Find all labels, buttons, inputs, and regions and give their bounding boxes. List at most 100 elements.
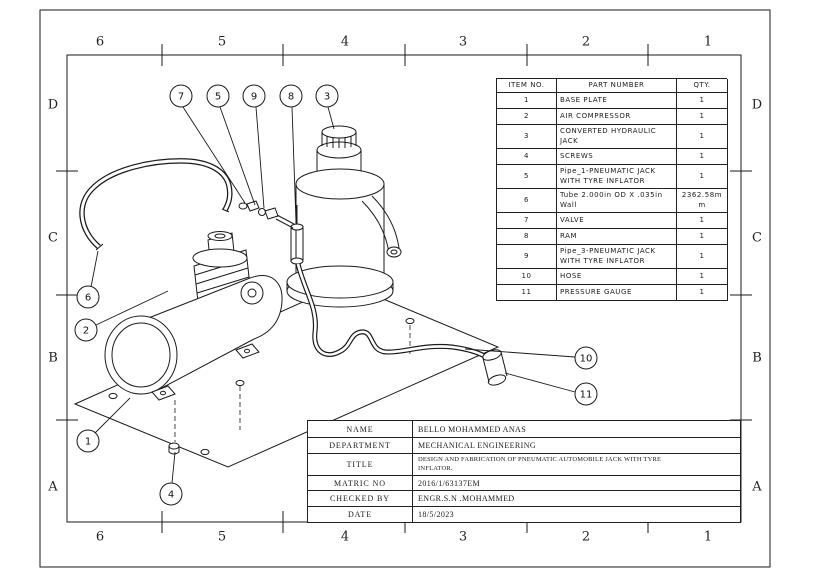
svg-text:10: 10 (580, 354, 593, 365)
part-number: Pipe_3-PNEUMATIC JACK WITH TYRE INFLATOR (557, 245, 677, 269)
screw (168, 442, 180, 455)
part-number: PRESSURE GAUGE (557, 284, 677, 301)
part-qty: 1 (677, 229, 728, 246)
title-block-value-department: MECHANICAL ENGINEERING (413, 438, 741, 454)
balloon-9: 9 (242, 84, 266, 108)
balloon-callouts: 7 5 9 8 3 6 2 1 4 10 11 (74, 84, 598, 506)
air-compressor (104, 231, 283, 401)
part-item-no: 8 (497, 229, 557, 246)
zone-col-label: 4 (340, 529, 350, 545)
zone-col-label: 5 (217, 34, 227, 50)
part-qty: 1 (677, 93, 728, 110)
part-number: CONVERTED HYDRAULIC JACK (557, 125, 677, 150)
parts-table-header-part: PART NUMBER (557, 79, 677, 94)
zone-col-label: 3 (458, 529, 468, 545)
balloon-5: 5 (206, 84, 230, 108)
part-qty: 1 (677, 268, 728, 285)
part-number: BASE PLATE (557, 93, 677, 110)
part-qty: 1 (677, 125, 728, 150)
parts-table-header-item: ITEM NO. (497, 79, 557, 94)
title-block-value-date: 18/5/2023 (413, 507, 741, 523)
zone-col-label: 1 (703, 529, 713, 545)
zone-col-label: 1 (703, 34, 713, 50)
leader-lines (90, 106, 576, 484)
svg-text:8: 8 (288, 92, 294, 103)
zone-col-label: 3 (458, 34, 468, 50)
title-block-label-date: DATE (308, 507, 413, 523)
part-item-no: 4 (497, 149, 557, 166)
part-number: RAM (557, 229, 677, 246)
part-number: SCREWS (557, 149, 677, 166)
title-block: NAME BELLO MOHAMMED ANAS DEPARTMENT MECH… (307, 420, 741, 523)
parts-table: ITEM NO. PART NUMBER QTY. 1 BASE PLATE 1… (496, 78, 728, 301)
part-qty: 1 (677, 213, 728, 230)
zone-col-label: 6 (95, 529, 105, 545)
pressure-gauge (482, 349, 508, 386)
svg-text:9: 9 (251, 92, 257, 103)
plate-hole (405, 317, 415, 325)
balloon-10: 10 (574, 346, 598, 370)
title-block-value-name: BELLO MOHAMMED ANAS (413, 421, 741, 438)
plate-hole (235, 379, 245, 387)
hose (295, 263, 490, 361)
title-block-label-matric-no: MATRIC NO (308, 476, 413, 491)
plate-hole (108, 392, 118, 400)
title-block-label-title: TITLE (308, 454, 413, 476)
zone-row-label: B (752, 350, 762, 366)
svg-text:3: 3 (324, 92, 330, 103)
part-qty: 1 (677, 165, 728, 190)
balloon-1: 1 (76, 429, 100, 453)
part-item-no: 10 (497, 268, 557, 285)
zone-col-label: 4 (340, 34, 350, 50)
title-block-label-name: NAME (308, 421, 413, 438)
part-item-no: 7 (497, 213, 557, 230)
zone-col-label: 2 (581, 34, 591, 50)
jack-handle-socket (371, 195, 400, 249)
balloon-7: 7 (169, 84, 193, 108)
part-qty: 1 (677, 245, 728, 269)
part-item-no: 6 (497, 189, 557, 214)
balloon-6: 6 (76, 285, 100, 309)
part-qty: 1 (677, 149, 728, 166)
balloon-11: 11 (574, 382, 598, 406)
plate-hole (200, 448, 210, 456)
svg-text:2: 2 (83, 326, 89, 337)
parts-table-header-qty: QTY. (677, 79, 728, 94)
part-qty: 1 (677, 284, 728, 301)
part-item-no: 5 (497, 165, 557, 190)
part-number: AIR COMPRESSOR (557, 109, 677, 126)
part-number: VALVE (557, 213, 677, 230)
part-qty: 1 (677, 109, 728, 126)
pump-ram (290, 205, 304, 265)
zone-col-label: 6 (95, 34, 105, 50)
part-item-no: 1 (497, 93, 557, 110)
zone-row-label: D (47, 97, 59, 113)
part-item-no: 2 (497, 109, 557, 126)
svg-text:5: 5 (215, 92, 221, 103)
part-qty: 2362.58mm (677, 189, 728, 214)
zone-row-label: B (48, 350, 58, 366)
hydraulic-jack (286, 125, 402, 308)
balloon-2: 2 (74, 318, 98, 342)
balloon-3: 3 (315, 84, 339, 108)
part-number: Tube 2.000in OD X .035in Wall (557, 189, 677, 214)
zone-row-label: D (751, 97, 763, 113)
svg-text:4: 4 (168, 490, 174, 501)
title-block-label-checked-by: CHECKED BY (308, 491, 413, 507)
part-item-no: 3 (497, 125, 557, 150)
svg-text:11: 11 (580, 390, 593, 401)
title-block-value-checked-by: ENGR.S.N .MOHAMMED (413, 491, 741, 507)
zone-col-label: 5 (217, 529, 227, 545)
title-block-label-department: DEPARTMENT (308, 438, 413, 454)
part-item-no: 11 (497, 284, 557, 301)
svg-text:6: 6 (85, 293, 91, 304)
balloon-8: 8 (279, 84, 303, 108)
zone-row-label: A (48, 479, 58, 495)
title-block-value-title: DESIGN AND FABRICATION OF PNEUMATIC AUTO… (413, 454, 741, 476)
zone-row-label: C (48, 230, 58, 246)
zone-col-label: 2 (581, 529, 591, 545)
part-number: Pipe_1-PNEUMATIC JACK WITH TYRE INFLATOR (557, 165, 677, 190)
svg-text:1: 1 (85, 437, 91, 448)
